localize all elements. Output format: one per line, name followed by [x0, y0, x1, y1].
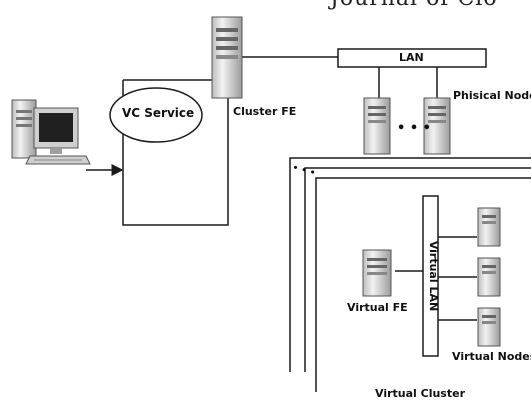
cluster-fe-server-icon — [211, 16, 243, 99]
virtual-fe-label: Virtual FE — [347, 301, 408, 314]
virtual-lan-bar — [422, 195, 439, 357]
virtual-lan-label: Virtual LAN — [427, 241, 440, 311]
vc-service-ellipse — [109, 87, 203, 143]
client-computer-icon — [11, 99, 91, 165]
cluster-fe-box — [122, 72, 229, 226]
virtual-node-server-icon-1 — [477, 207, 501, 247]
virtual-cluster-frame-mid — [304, 167, 531, 372]
virtual-node-server-icon-2 — [477, 257, 501, 297]
vc-service-label: VC Service — [122, 106, 195, 120]
cluster-fe-label: Cluster FE — [233, 105, 297, 118]
lan-label: LAN — [399, 51, 424, 64]
virtual-node-server-icon-3 — [477, 307, 501, 347]
virtual-cluster-label: Virtual Cluster — [375, 387, 465, 400]
phisical-nodes-label: Phisical Nodes — [453, 89, 531, 102]
physical-nodes-ellipsis: • • • — [397, 121, 431, 136]
virtual-fe-server-icon — [362, 249, 392, 297]
virtual-cluster-frame-front — [315, 177, 531, 392]
lan-bar — [337, 48, 487, 68]
physical-node-server-icon-1 — [363, 97, 391, 155]
virtual-cluster-frame-back — [289, 157, 531, 372]
journal-header-fragment: Journal of Clo — [330, 0, 498, 11]
virtual-nodes-label: Virtual Nodes — [452, 350, 531, 363]
physical-node-server-icon-2 — [423, 97, 451, 155]
